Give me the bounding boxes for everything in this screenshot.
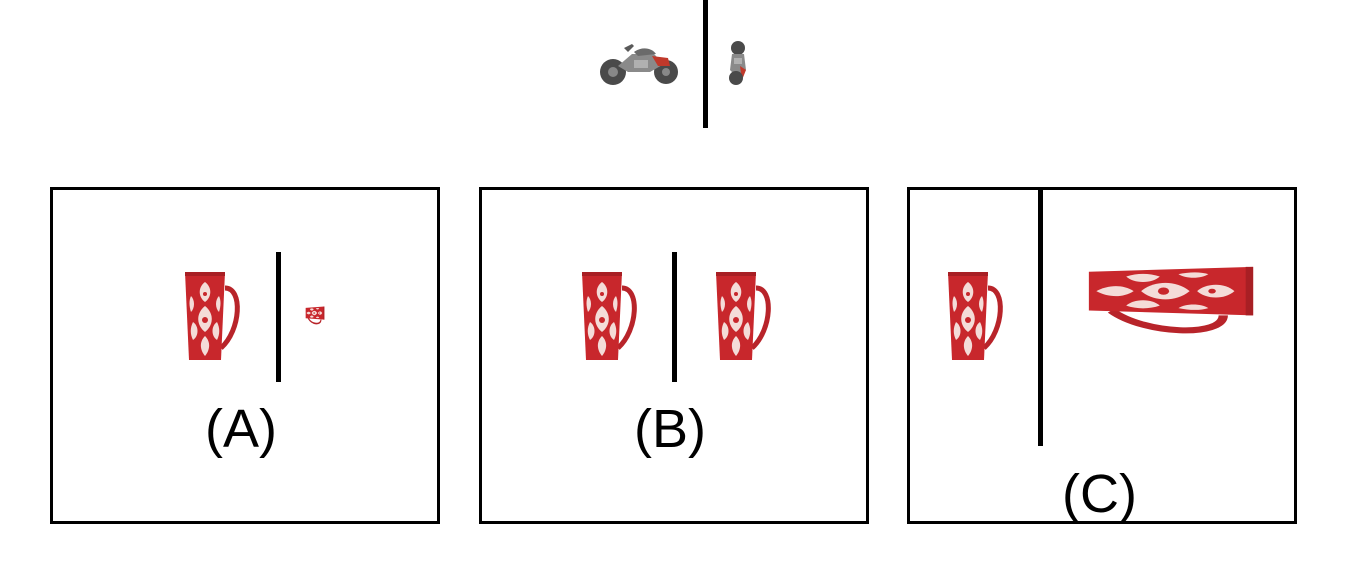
motorcycle-icon (598, 40, 682, 86)
mug-icon (712, 270, 772, 362)
mug-lying-large-icon (1080, 262, 1262, 374)
option-b-label: (B) (634, 399, 706, 459)
option-a-panel[interactable]: (A) (50, 187, 440, 524)
option-b-divider (672, 252, 677, 382)
option-c-divider (1038, 190, 1043, 446)
option-c-panel[interactable]: (C) (907, 187, 1297, 524)
mug-icon (944, 270, 1004, 362)
option-a-label: (A) (205, 399, 277, 459)
option-a-divider (276, 252, 281, 382)
option-b-panel[interactable]: (B) (479, 187, 869, 524)
mug-icon (181, 270, 241, 362)
reference-divider (703, 0, 708, 128)
option-c-label: (C) (1062, 464, 1137, 524)
mug-icon (578, 270, 638, 362)
motorcycle-rotated-icon (726, 40, 750, 86)
mug-lying-small-icon (289, 300, 337, 330)
